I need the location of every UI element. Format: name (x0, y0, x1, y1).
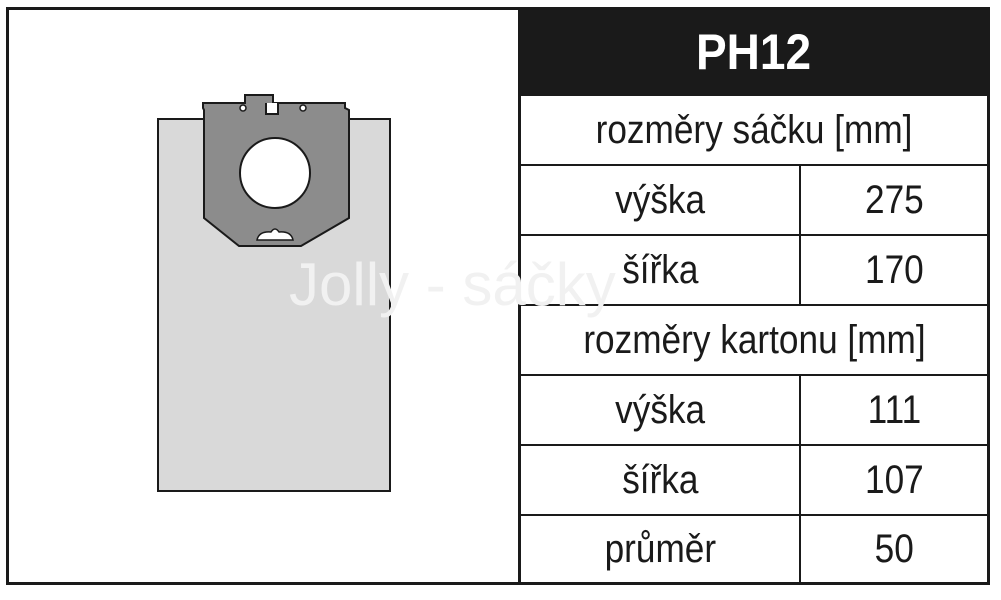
vertical-divider (518, 10, 521, 582)
carton-section-heading: rozměry kartonu [mm] (582, 317, 926, 362)
collar-notch (265, 103, 279, 115)
collar-handle-slot (256, 228, 294, 241)
carton-diameter-label: průměr (604, 526, 716, 571)
carton-width-label: šířka (621, 457, 699, 502)
carton-height-label: výška (615, 387, 705, 432)
table-row: průměr 50 (521, 514, 987, 582)
table-row: šířka 170 (521, 234, 987, 304)
table-row: výška 275 (521, 164, 987, 234)
watermark: Jolly - sáčky (289, 251, 616, 318)
carton-width-value: 107 (864, 457, 924, 502)
bag-height-label: výška (615, 177, 705, 222)
vacuum-bag-icon (157, 94, 391, 492)
intake-opening (239, 137, 311, 209)
table-row: výška 111 (521, 374, 987, 444)
carton-section-heading-row: rozměry kartonu [mm] (521, 304, 987, 374)
collar-hole-left (239, 104, 247, 112)
bag-section-heading: rozměry sáčku [mm] (595, 107, 913, 152)
table-row: šířka 107 (521, 444, 987, 514)
title-bar: PH12 (521, 10, 987, 94)
bag-width-value: 170 (864, 247, 924, 292)
collar-hole-right (299, 104, 307, 112)
bag-illustration-panel (9, 10, 518, 582)
carton-height-value: 111 (867, 387, 921, 432)
product-code: PH12 (696, 24, 812, 80)
product-card: PH12 rozměry sáčku [mm] výška 275 šířka … (6, 7, 990, 585)
bag-section-heading-row: rozměry sáčku [mm] (521, 94, 987, 164)
bag-height-value: 275 (864, 177, 924, 222)
bag-width-label: šířka (621, 247, 699, 292)
dimensions-table: PH12 rozměry sáčku [mm] výška 275 šířka … (521, 10, 987, 582)
carton-diameter-value: 50 (874, 526, 914, 571)
